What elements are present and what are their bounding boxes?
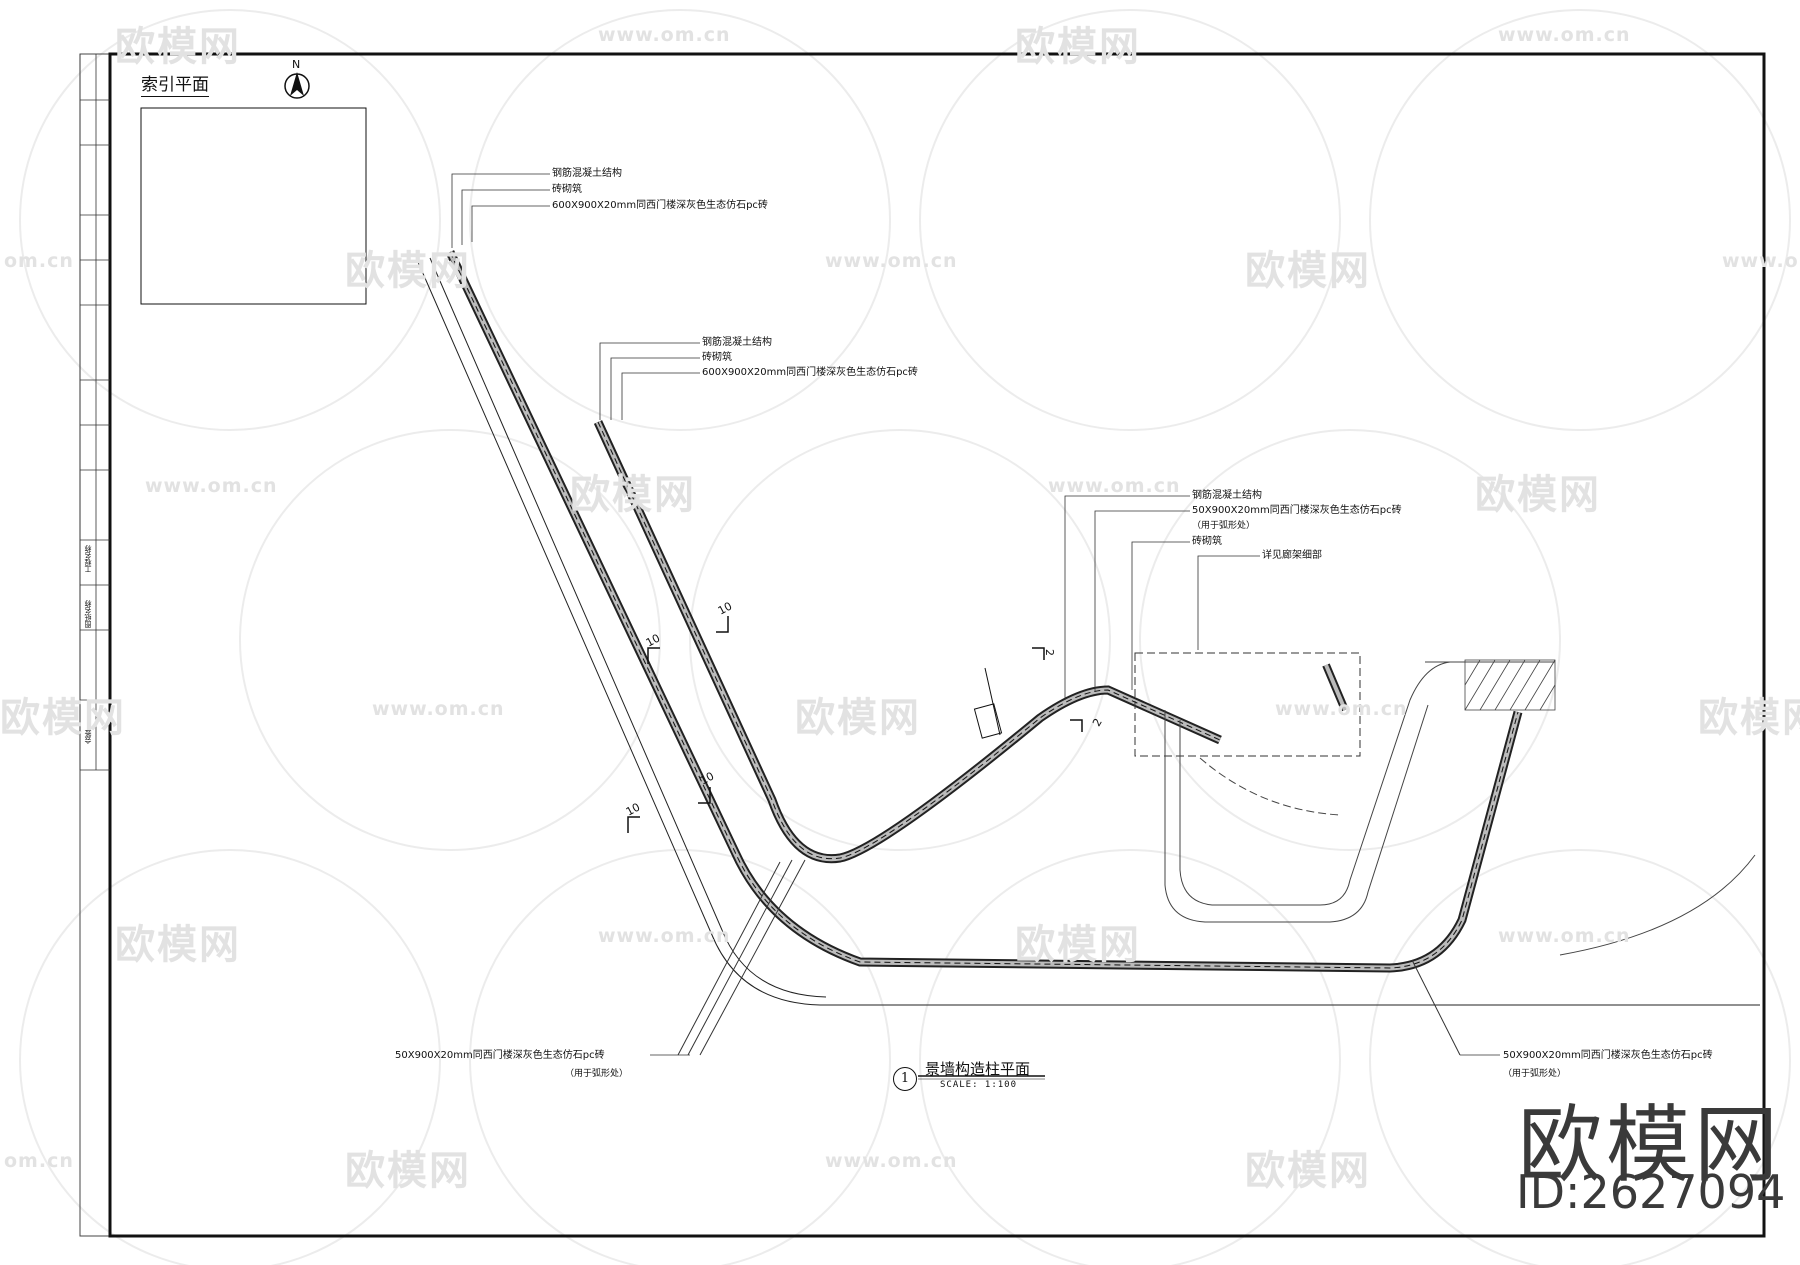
brand-logo-text: 欧模网 (1518, 1096, 1783, 1194)
callout-a-line1: 钢筋混凝土结构 (552, 168, 622, 179)
north-label: N (292, 58, 301, 71)
callout-a-line3: 600X900X20mm同西门楼深灰色生态仿石pc砖 (552, 200, 768, 211)
drawing-title: 景墙构造柱平面 (925, 1060, 1031, 1078)
callout-c-line5: 详见廊架细部 (1262, 550, 1322, 561)
callout-b-line3: 600X900X20mm同西门楼深灰色生态仿石pc砖 (702, 367, 918, 378)
leader-lines (451, 173, 1500, 1056)
sheet-frame-inner (108, 52, 1766, 1238)
bench-line (984, 667, 1001, 736)
brand-id: ID:2627094 (1516, 1165, 1786, 1219)
title-strip-text: 工程名称 (84, 545, 92, 573)
section-mark-2: 2 (1043, 649, 1056, 656)
title-strip-text: 图纸名称 (84, 600, 92, 628)
callout-bottom-left-line1: 50X900X20mm同西门楼深灰色生态仿石pc砖 (395, 1050, 605, 1061)
section-cut-markers (627, 616, 1083, 833)
bench-block (973, 703, 1003, 739)
index-plan-title: 索引平面 (141, 70, 209, 97)
pillar-element (1322, 663, 1349, 712)
crossing-lines (677, 859, 1461, 1056)
title-strip-text: 会签 (84, 730, 92, 744)
detail-box-dashed (1134, 652, 1361, 757)
wall-a-offset-lines (417, 257, 1760, 1006)
title-strip (79, 54, 110, 771)
callout-a-line2: 砖砌筑 (552, 184, 582, 195)
index-plan-box (140, 107, 367, 305)
callout-c-line1: 钢筋混凝土结构 (1192, 490, 1262, 501)
road-outlines (1164, 661, 1756, 956)
north-arrow-icon (284, 72, 310, 99)
watermark-arcs (19, 9, 1791, 1265)
callout-bottom-right-line1: 50X900X20mm同西门楼深灰色生态仿石pc砖 (1503, 1050, 1713, 1061)
drawing-number: 1 (893, 1067, 917, 1091)
callout-c-line2: 50X900X20mm同西门楼深灰色生态仿石pc砖 (1192, 505, 1402, 516)
landscape-wall-a (445, 250, 1523, 973)
callout-c-line3: （用于弧形处） (1192, 521, 1256, 531)
building-hatch (1464, 659, 1556, 711)
landscape-wall-b (593, 420, 1222, 864)
callout-bottom-left-line2: （用于弧形处） (565, 1069, 629, 1079)
callout-c-line4: 砖砌筑 (1192, 536, 1222, 547)
drawing-scale: SCALE: 1:100 (940, 1080, 1018, 1090)
callout-b-line2: 砖砌筑 (702, 352, 732, 363)
callout-bottom-right-line2: （用于弧形处） (1503, 1069, 1567, 1079)
callout-b-line1: 钢筋混凝土结构 (702, 337, 772, 348)
